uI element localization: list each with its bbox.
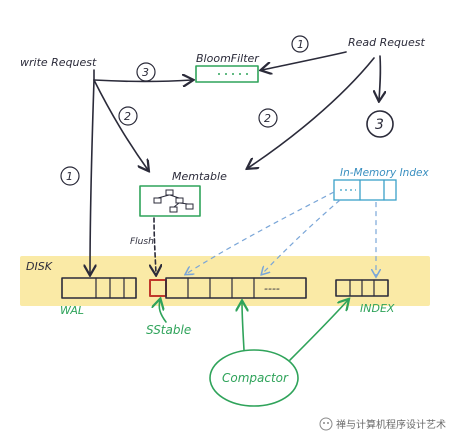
write-to-bloom-arrow: [93, 80, 192, 82]
watermark-logo-dot-a: [323, 422, 325, 424]
read-step-1-number: 1: [297, 38, 304, 51]
memtable-tree-icon: [153, 189, 194, 213]
watermark-logo-dot-b: [327, 422, 329, 424]
write-step-3-circle: [136, 62, 156, 82]
memtable-label: Memtable: [172, 170, 227, 183]
read-step-2-circle: [258, 108, 278, 128]
in-memory-index-label: In-Memory Index: [340, 167, 429, 179]
watermark-text: 禅与计算机程序设计艺术: [336, 418, 446, 431]
read-to-step3-arrow: [379, 55, 380, 100]
read-step-2-number: 2: [264, 112, 271, 125]
disk-index-label: INDEX: [360, 302, 395, 315]
write-step-2-circle: [118, 106, 138, 126]
compactor-to-disk-index-arrow: [289, 300, 348, 361]
in-memory-index-box: [333, 179, 397, 201]
disk-label: DISK: [26, 260, 53, 273]
write-step-1-number: 1: [66, 170, 73, 183]
wal-box: [61, 277, 137, 299]
write-step-1-circle: [60, 166, 80, 186]
write-step-2-number: 2: [124, 110, 131, 123]
sstable-label-pointer: [159, 300, 167, 323]
sstable-tail-dashes: ----: [264, 282, 280, 295]
write-request-label: write Request: [20, 56, 97, 69]
write-to-wal-arrow: [90, 79, 94, 274]
disk-band: [20, 256, 430, 306]
read-to-bloom-arrow: [262, 51, 347, 70]
compactor-to-sstable-arrow: [242, 302, 244, 351]
compactor-ellipse: [209, 349, 299, 407]
index-to-sstable-arrow-1: [186, 191, 335, 274]
write-to-memtable-arrow: [93, 79, 148, 170]
memtable-box: [139, 185, 201, 217]
write-step-3-number: 3: [142, 66, 149, 79]
sstable-label: SStable: [146, 323, 191, 337]
compactor-label: Compactor: [222, 371, 289, 385]
read-to-memtable-arrow: [248, 57, 375, 168]
read-request-label: Read Request: [348, 36, 425, 49]
index-to-sstable-arrow-2: [262, 199, 341, 274]
read-step-1-circle: [291, 35, 309, 53]
read-step-3-circle: [366, 110, 394, 138]
flush-arrow: [154, 217, 156, 274]
watermark-logo-icon: [319, 417, 333, 431]
bloom-filter-box: [195, 65, 259, 83]
sstable-box: [165, 277, 307, 299]
bloom-filter-label: BloomFilter: [196, 52, 260, 65]
wal-label: WAL: [60, 304, 84, 317]
flush-label: Flush: [130, 237, 154, 247]
read-step-3-number: 3: [375, 117, 384, 133]
